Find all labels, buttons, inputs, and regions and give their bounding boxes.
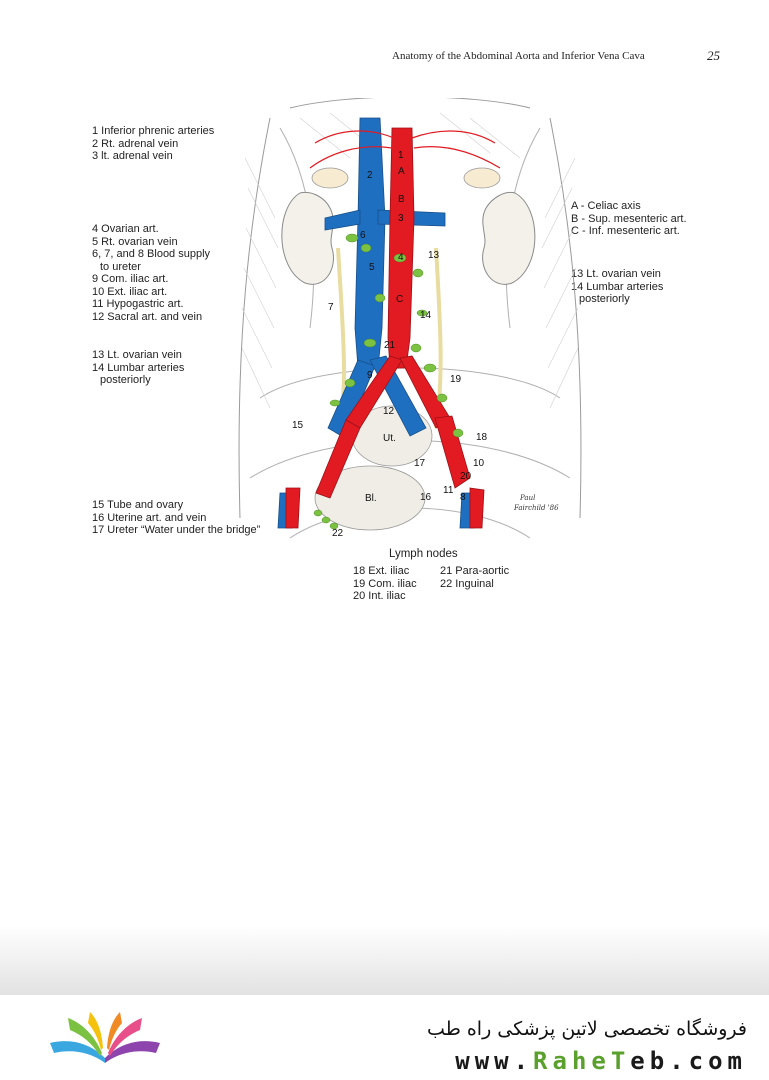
legend-item: 6, 7, and 8 Blood supply bbox=[92, 248, 211, 260]
label-21: 21 bbox=[384, 340, 396, 351]
label-11: 11 bbox=[443, 485, 454, 496]
signature-line2: Fairchild '86 bbox=[513, 504, 559, 512]
footer-banner bbox=[0, 995, 769, 1080]
legend-item: 21 Para-aortic bbox=[440, 565, 510, 577]
legend-item: B - Sup. mesenteric art. bbox=[571, 212, 687, 225]
legend-item: 4 Ovarian art. bbox=[92, 223, 159, 235]
lymph-legend-col2: 21 Para-aortic 22 Inguinal bbox=[440, 565, 509, 590]
legend-item: A - Celiac axis bbox=[571, 200, 641, 212]
label-6: 6 bbox=[360, 230, 366, 241]
label-4: 4 bbox=[398, 252, 404, 263]
url-suffix: eb.com bbox=[630, 1047, 747, 1075]
label-B: B bbox=[398, 194, 405, 205]
label-18: 18 bbox=[476, 432, 488, 443]
label-17: 17 bbox=[414, 458, 426, 469]
legend-item: 14 Lumbar arteries bbox=[571, 280, 664, 293]
legend-item: 2 Rt. adrenal vein bbox=[92, 137, 179, 150]
lymph-nodes-title: Lymph nodes bbox=[389, 548, 458, 560]
lymph-nodes bbox=[313, 233, 464, 530]
label-9: 9 bbox=[367, 370, 373, 381]
footer-url[interactable]: www.RaheTeb.com bbox=[455, 1047, 747, 1075]
legend-item: 17 Ureter “Water under the bridge” bbox=[92, 524, 261, 536]
artist-signature: Paul Fairchild '86 bbox=[513, 494, 559, 512]
label-10: 10 bbox=[473, 458, 485, 469]
figure-number-labels: 1 2 3 4 5 6 7 8 9 10 11 12 13 14 15 16 1… bbox=[292, 150, 488, 539]
kidney-right bbox=[463, 167, 536, 285]
aorta bbox=[285, 127, 485, 529]
label-bl: Bl. bbox=[365, 493, 377, 504]
label-13: 13 bbox=[428, 250, 440, 261]
label-1: 1 bbox=[398, 150, 404, 161]
url-prefix: www. bbox=[455, 1047, 534, 1075]
legend-item: 10 Ext. iliac art. bbox=[92, 285, 168, 298]
book-logo-icon bbox=[50, 1012, 160, 1063]
label-16: 16 bbox=[420, 492, 432, 503]
legend-item: 13 Lt. ovarian vein bbox=[92, 349, 182, 361]
page-bottom-fade bbox=[0, 925, 769, 995]
legend-item: 1 Inferior phrenic arteries bbox=[92, 125, 215, 137]
legend-left-mid: 4 Ovarian art. 5 Rt. ovarian vein 6, 7, … bbox=[92, 223, 210, 323]
legend-right-mid: 13 Lt. ovarian vein 14 Lumbar arteries p… bbox=[571, 268, 663, 306]
legend-item: C - Inf. mesenteric art. bbox=[571, 225, 680, 237]
phrenic-arteries bbox=[309, 130, 501, 169]
legend-item: 9 Com. iliac art. bbox=[92, 273, 169, 285]
legend-item: 11 Hypogastric art. bbox=[92, 298, 184, 310]
legend-item: 12 Sacral art. and vein bbox=[92, 310, 203, 323]
label-8: 8 bbox=[460, 492, 466, 503]
legend-item: 20 Int. iliac bbox=[353, 590, 406, 602]
legend-item: to ureter bbox=[100, 260, 141, 273]
label-20: 20 bbox=[460, 471, 472, 482]
legend-item: 5 Rt. ovarian vein bbox=[92, 235, 178, 248]
legend-left-bottom: 15 Tube and ovary 16 Uterine art. and ve… bbox=[92, 499, 260, 537]
label-22: 22 bbox=[332, 528, 344, 539]
label-5: 5 bbox=[369, 262, 375, 273]
legend-item: posteriorly bbox=[579, 293, 630, 305]
legend-left-top: 1 Inferior phrenic arteries 2 Rt. adrena… bbox=[92, 125, 214, 163]
label-7: 7 bbox=[328, 302, 334, 313]
legend-item: 3 lt. adrenal vein bbox=[92, 150, 173, 162]
legend-item: 14 Lumbar arteries bbox=[92, 361, 185, 374]
legend-item: 19 Com. iliac bbox=[353, 577, 417, 590]
signature-line1: Paul bbox=[519, 494, 535, 502]
label-12: 12 bbox=[383, 406, 395, 417]
lymph-legend-col1: 18 Ext. iliac 19 Com. iliac 20 Int. ilia… bbox=[353, 565, 417, 603]
legend-left-low: 13 Lt. ovarian vein 14 Lumbar arteries p… bbox=[92, 349, 184, 387]
label-19: 19 bbox=[450, 374, 462, 385]
legend-item: 22 Inguinal bbox=[440, 577, 494, 590]
url-t: T bbox=[610, 1047, 631, 1075]
label-15: 15 bbox=[292, 420, 304, 431]
legend-item: 13 Lt. ovarian vein bbox=[571, 268, 661, 280]
legend-item: posteriorly bbox=[100, 374, 151, 386]
label-3: 3 bbox=[398, 213, 404, 224]
label-C: C bbox=[396, 294, 403, 305]
page-number: 25 bbox=[707, 48, 720, 63]
label-14: 14 bbox=[420, 310, 432, 321]
legend-item: 18 Ext. iliac bbox=[353, 565, 410, 577]
url-rahe: Rahe bbox=[533, 1047, 611, 1075]
legend-right-top: A - Celiac axis B - Sup. mesenteric art.… bbox=[571, 200, 687, 238]
label-2: 2 bbox=[367, 170, 373, 181]
label-ut: Ut. bbox=[383, 433, 396, 444]
label-A: A bbox=[398, 166, 405, 177]
running-title: Anatomy of the Abdominal Aorta and Infer… bbox=[392, 50, 645, 62]
legend-item: 16 Uterine art. and vein bbox=[92, 511, 207, 524]
legend-item: 15 Tube and ovary bbox=[92, 499, 184, 511]
anatomy-illustration: 1 2 3 4 5 6 7 8 9 10 11 12 13 14 15 16 1… bbox=[238, 98, 582, 539]
kidney-left bbox=[281, 167, 349, 285]
footer-store-name: فروشگاه تخصصی لاتین پزشکی راه طب bbox=[427, 1018, 747, 1040]
